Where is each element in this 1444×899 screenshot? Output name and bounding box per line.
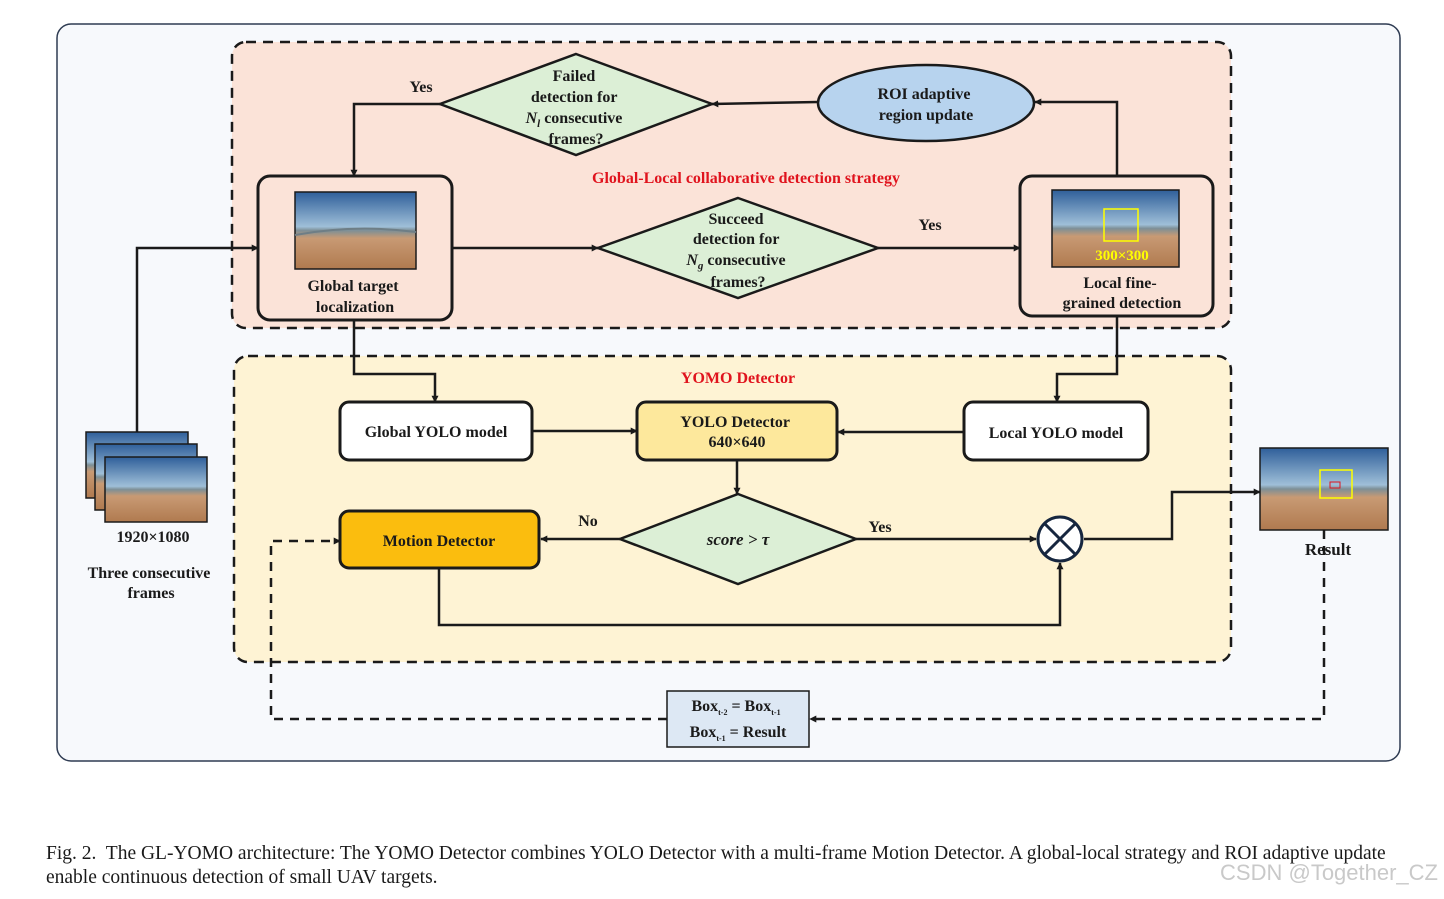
no-label-score: No	[578, 513, 598, 530]
three-consecutive-frames-stack	[85, 431, 208, 523]
fusion-to-result-arrow	[1084, 488, 1261, 541]
local-to-localyolo-arrow	[1053, 316, 1119, 403]
roi-adaptive-update-ellipse: ROI adaptive region update	[816, 63, 1036, 143]
yes-label-score: Yes	[868, 519, 891, 536]
yolo-detector-box: YOLO Detector 640×640	[635, 400, 839, 462]
crop-region-marker	[1103, 208, 1139, 242]
box-update-block: Boxt-2 = Boxt-1 Boxt-1 = Result	[666, 690, 810, 748]
svg-text:Local fine- grained dete: Local fine- grained detection	[1063, 275, 1182, 312]
global-target-localization-box: Global target localization	[256, 174, 454, 322]
svg-text:YOLO Detector 640×640: YOLO Detector 640×640	[680, 414, 793, 451]
result-label: Result	[1305, 540, 1352, 559]
motion-detector-box: Motion Detector	[338, 509, 541, 570]
local-frame-thumbnail: 300×300	[1051, 189, 1180, 268]
svg-text:score > τ: score > τ	[706, 530, 770, 549]
gl-yomo-architecture-diagram: Global-Local collaborative detection str…	[56, 23, 1401, 762]
connectors	[135, 98, 1261, 627]
result-frame-thumbnail	[1259, 447, 1389, 531]
frames-to-global-arrow	[135, 244, 259, 432]
fusion-operator-icon	[1036, 515, 1084, 563]
result-to-update-dashed-arrow	[809, 530, 1326, 723]
csdn-watermark: CSDN @Together_CZ	[1220, 860, 1438, 885]
update-to-motion-dashed-arrow	[269, 537, 667, 721]
frame-resolution-label: 1920×1080	[116, 529, 189, 546]
local-yolo-model-box: Local YOLO model	[962, 400, 1150, 462]
svg-text:Global YOLO model: Global YOLO model	[365, 424, 508, 441]
svg-text:Succeed detection for: Succeed detection for Ng consecutive fra…	[685, 211, 789, 291]
svg-text:Local YOLO model: Local YOLO model	[989, 425, 1124, 442]
yes-label-succeed: Yes	[918, 217, 941, 234]
yomo-title: YOMO Detector	[681, 370, 795, 387]
global-yolo-model-box: Global YOLO model	[338, 400, 534, 462]
svg-text:ROI adaptive region upda: ROI adaptive region update	[878, 86, 975, 124]
global-frame-thumbnail	[294, 191, 417, 270]
local-to-roi-arrow	[1034, 98, 1119, 176]
roi-to-failed-arrow	[711, 100, 819, 108]
svg-text:Motion Detector: Motion Detector	[383, 533, 495, 550]
crop-size-label: 300×300	[1095, 248, 1149, 264]
svg-text:Failed detection for: Failed detection for Nl consecutive fram…	[525, 68, 627, 148]
global-local-title: Global-Local collaborative detection str…	[592, 170, 900, 187]
svg-text:Boxt-2 = Boxt-1 Boxt-1 =: Boxt-2 = Boxt-1 Boxt-1 = Result	[690, 698, 787, 743]
figure-caption: Fig. 2. The GL-YOMO architecture: The YO…	[46, 843, 1386, 888]
svg-text:Global target localizati: Global target localization	[307, 278, 402, 316]
succeed-detection-diamond: Succeed detection for Ng consecutive fra…	[594, 196, 882, 300]
failed-to-global-arrow	[350, 102, 440, 177]
score-threshold-diamond: score > τ	[616, 492, 860, 586]
yes-label-failed: Yes	[409, 79, 432, 96]
feedback-connectors	[269, 530, 1326, 723]
failed-detection-diamond: Failed detection for Nl consecutive fram…	[436, 52, 716, 157]
motion-to-fusion-arrow	[437, 562, 1064, 627]
local-fine-grained-detection-box: 300×300 Local fine- grained detection	[1018, 174, 1215, 318]
three-frames-label: Three consecutive frames	[88, 565, 215, 602]
global-to-globalyolo-arrow	[352, 320, 439, 403]
